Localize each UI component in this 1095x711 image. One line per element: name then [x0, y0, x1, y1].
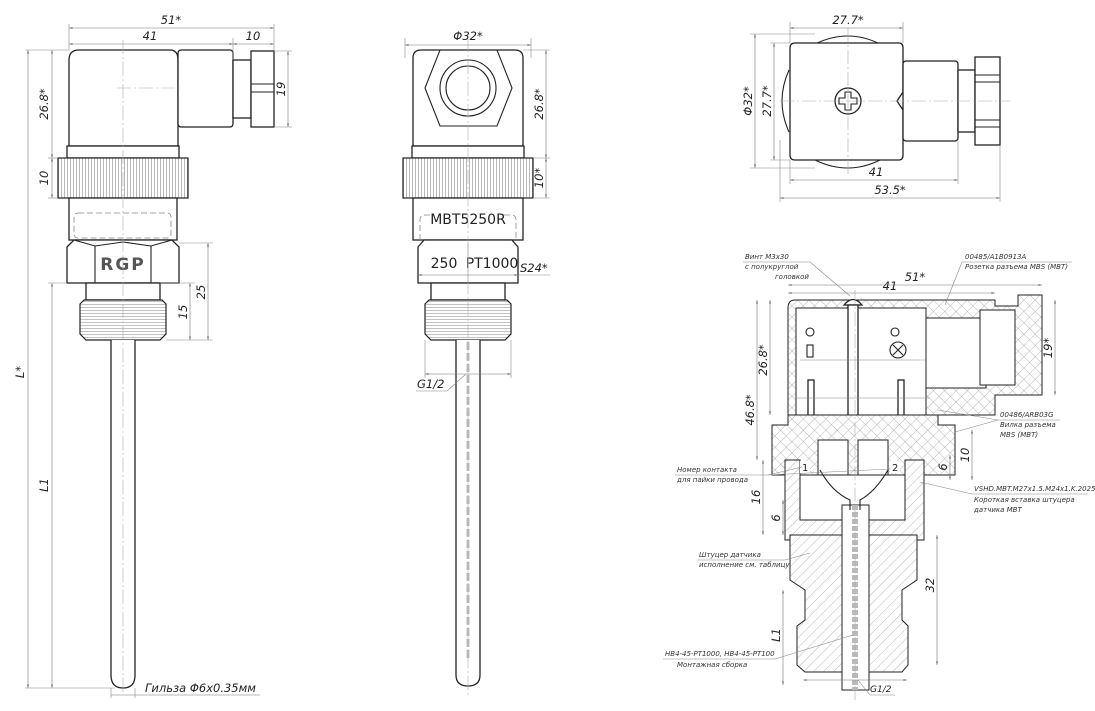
terminal-screw [889, 341, 907, 359]
callout-insert-code: VSHD.MBT.M27x1.5.M24x1.K.2025 [974, 485, 1095, 493]
callout-socket-code: 00485/A1B0913A [965, 253, 1026, 261]
phillips-cross-icon [838, 91, 858, 111]
top-dim-height: 27.7* [760, 85, 774, 117]
side-connector-head [412, 49, 524, 147]
gland-neck [232, 59, 252, 119]
section-dim-height-top: 26.8* [756, 344, 770, 376]
callout-fitting-line2: исполнение см. таблицу [699, 561, 790, 569]
pipe-thread [79, 299, 167, 341]
section-dim-6-left: 6 [769, 514, 783, 521]
callout-screw-line3: головкой [775, 273, 809, 281]
sleeve-note: Гильза Φ6x0.35мм [145, 681, 256, 695]
section-dim-16: 16 [749, 490, 763, 505]
front-view: RGP 51* 41 10 19 26.8* 10 L* L1 25 [13, 13, 292, 698]
section-dim-height-total: 46.8* [743, 394, 757, 426]
callout-plug-code: 00486/ARB03G [1000, 411, 1054, 419]
section-view: 1 2 51* 41 19* 26.8* 46.8* 10 6 16 6 32 … [663, 253, 1095, 700]
callout-assembly-name: Монтажная сборка [677, 661, 747, 669]
connector-head [68, 49, 179, 147]
dim-height-top: 26.8* [37, 88, 51, 120]
top-dim-width: 27.7* [832, 13, 864, 27]
section-dim-gland-height: 19* [1041, 338, 1055, 359]
logo-text: RGP [100, 255, 146, 275]
dim-thread-length: 15 [176, 305, 190, 320]
callout-insert-name-line2: датчика MBT [973, 506, 1022, 514]
callout-screw-line1: Винт М3х30 [745, 253, 789, 261]
section-dim-thread: G1/2 [870, 685, 892, 695]
dim-height-ring: 10 [37, 171, 51, 186]
dim-immersion-length: L1 [37, 478, 51, 492]
side-dim-thread: G1/2 [417, 377, 444, 391]
section-dim-body-width: 41 [883, 279, 898, 293]
top-dim-overall-width: 53.5* [874, 183, 906, 197]
side-dim-height-top: 26.8* [532, 88, 546, 120]
dim-total-length: L* [13, 366, 27, 378]
side-dim-diameter: Φ32* [453, 29, 483, 43]
section-dim-immersion: L1 [769, 628, 783, 642]
callout-assembly-code: HB4-45-PT1000, HB4-45-PT100 [665, 650, 775, 658]
contact-number-2: 2 [892, 463, 898, 474]
top-dim-body-width: 41 [869, 165, 884, 179]
side-dim-hex: S24* [520, 261, 548, 275]
socket-cavity [795, 307, 927, 416]
callout-contact-line1: Номер контакта [677, 466, 737, 474]
dim-body-width: 41 [143, 29, 158, 43]
section-dim-32: 32 [923, 578, 937, 593]
callout-fitting-line1: Штуцер датчика [699, 551, 761, 559]
callout-plug-name-line1: Вилка разъема [1000, 421, 1056, 429]
contact-number-2-bg [890, 461, 900, 473]
cable-gland-nut [250, 50, 275, 128]
side-hex-gland [424, 49, 513, 127]
section-dim-6-right: 6 [936, 463, 950, 470]
length-label: 250 [431, 256, 458, 272]
dim-hex-to-end: 25 [194, 285, 208, 300]
connector-side-body [177, 49, 234, 128]
top-view: 27.7* Φ32* 27.7* 41 53.5* [741, 13, 1010, 202]
screw-head-section [842, 298, 864, 306]
side-view: MBT5250R 250 PT1000 Φ32* 26.8* 10* S24* … [402, 29, 550, 695]
callout-screw-line2: с полукруглой [745, 263, 799, 271]
callout-insert-name-line1: Короткая вставка штуцера [974, 496, 1075, 504]
callout-plug-name-line2: MBS (MBT) [1000, 431, 1038, 439]
callout-contact-line2: для пайки провода [676, 476, 748, 484]
dim-cable-gland: 10 [246, 29, 261, 43]
section-dim-10: 10 [958, 448, 972, 463]
callout-socket-name: Розетка разъема MBS (MBT) [965, 263, 1068, 271]
contact-number-1-bg [800, 461, 810, 473]
section-dim-overall-width: 51* [905, 270, 926, 284]
gland-bore [979, 309, 1016, 386]
dim-gland-height: 19 [274, 82, 288, 97]
side-dim-height-ring: 10* [532, 168, 546, 189]
sensor-label: PT1000 [466, 256, 519, 272]
dim-overall-width: 51* [161, 13, 182, 27]
contact-number-1: 1 [802, 463, 808, 474]
top-dim-diameter: Φ32* [741, 86, 755, 116]
